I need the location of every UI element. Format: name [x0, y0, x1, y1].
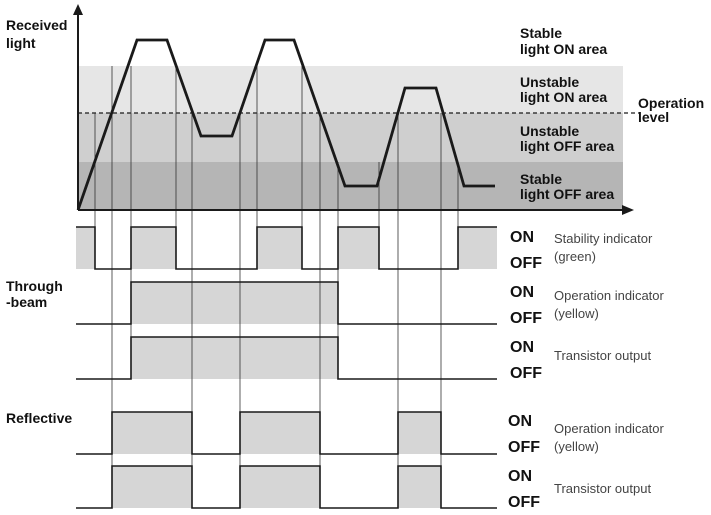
off-label: OFF	[510, 310, 542, 327]
on-off-labels: ON OFF ON OFF ON OFF ON OFF ON OFF	[508, 229, 542, 511]
through-beam-label-2: -beam	[6, 294, 47, 310]
zone-label-stable-off-2: light OFF area	[520, 186, 614, 202]
row-desc-sub: (yellow)	[554, 306, 599, 321]
y-axis-label: Received	[6, 17, 67, 33]
stability-waveform	[76, 226, 497, 270]
row-desc: Operation indicator	[554, 288, 665, 303]
row-desc: Transistor output	[554, 481, 651, 496]
reflective-operation-block	[112, 412, 192, 454]
off-label: OFF	[510, 255, 542, 272]
row-desc: Stability indicator	[554, 231, 653, 246]
row-desc-sub: (green)	[554, 249, 596, 264]
off-label: OFF	[508, 494, 540, 511]
on-label: ON	[510, 229, 534, 246]
reflective-operation-block	[240, 412, 320, 454]
operation-level-label-2: level	[638, 109, 669, 125]
waveforms	[76, 226, 497, 509]
on-label: ON	[508, 468, 532, 485]
reflective-transistor-block	[112, 466, 192, 508]
stability-on-block	[257, 227, 302, 269]
stability-on-block	[338, 227, 379, 269]
row-desc: Operation indicator	[554, 421, 665, 436]
x-axis-arrow	[622, 205, 634, 215]
zone-label-unstable-on-2: light ON area	[520, 89, 607, 105]
on-label: ON	[508, 413, 532, 430]
reflective-operation-block	[398, 412, 441, 454]
on-label: ON	[510, 339, 534, 356]
through-beam-label: Through	[6, 278, 63, 294]
row-desc: Transistor output	[554, 348, 651, 363]
stability-on-block	[131, 227, 176, 269]
off-label: OFF	[510, 365, 542, 382]
through-transistor-waveform	[76, 336, 497, 380]
zone-label-unstable-off-2: light OFF area	[520, 138, 614, 154]
through-operation-block	[131, 282, 338, 324]
axes	[77, 12, 625, 211]
through-transistor-block	[131, 337, 338, 379]
y-axis-label-2: light	[6, 35, 36, 51]
zone-band-unstable-off	[78, 113, 623, 162]
operation-level-label: Operation	[638, 95, 704, 111]
y-axis-arrow	[73, 4, 83, 15]
stability-on-block	[458, 227, 497, 269]
reflective-operation-waveform	[76, 411, 497, 455]
zone-label-stable-on-2: light ON area	[520, 41, 607, 57]
row-descriptions: Stability indicator (green) Operation in…	[554, 231, 665, 496]
reflective-transistor-block	[398, 466, 441, 508]
through-operation-waveform	[76, 281, 497, 325]
zone-band-unstable-on	[78, 66, 623, 113]
zone-label-unstable-on: Unstable	[520, 74, 579, 90]
zone-label-stable-on: Stable	[520, 25, 562, 41]
received-light-curve	[76, 38, 495, 211]
off-label: OFF	[508, 439, 540, 456]
zone-label-unstable-off: Unstable	[520, 123, 579, 139]
reflective-transistor-block	[240, 466, 320, 508]
on-label: ON	[510, 284, 534, 301]
stability-on-block	[76, 227, 95, 269]
signal-fills	[76, 227, 497, 508]
zone-label-stable-off: Stable	[520, 171, 562, 187]
row-desc-sub: (yellow)	[554, 439, 599, 454]
reflective-transistor-waveform	[76, 465, 497, 509]
zone-band-stable-on	[78, 12, 623, 66]
reflective-label: Reflective	[6, 410, 72, 426]
